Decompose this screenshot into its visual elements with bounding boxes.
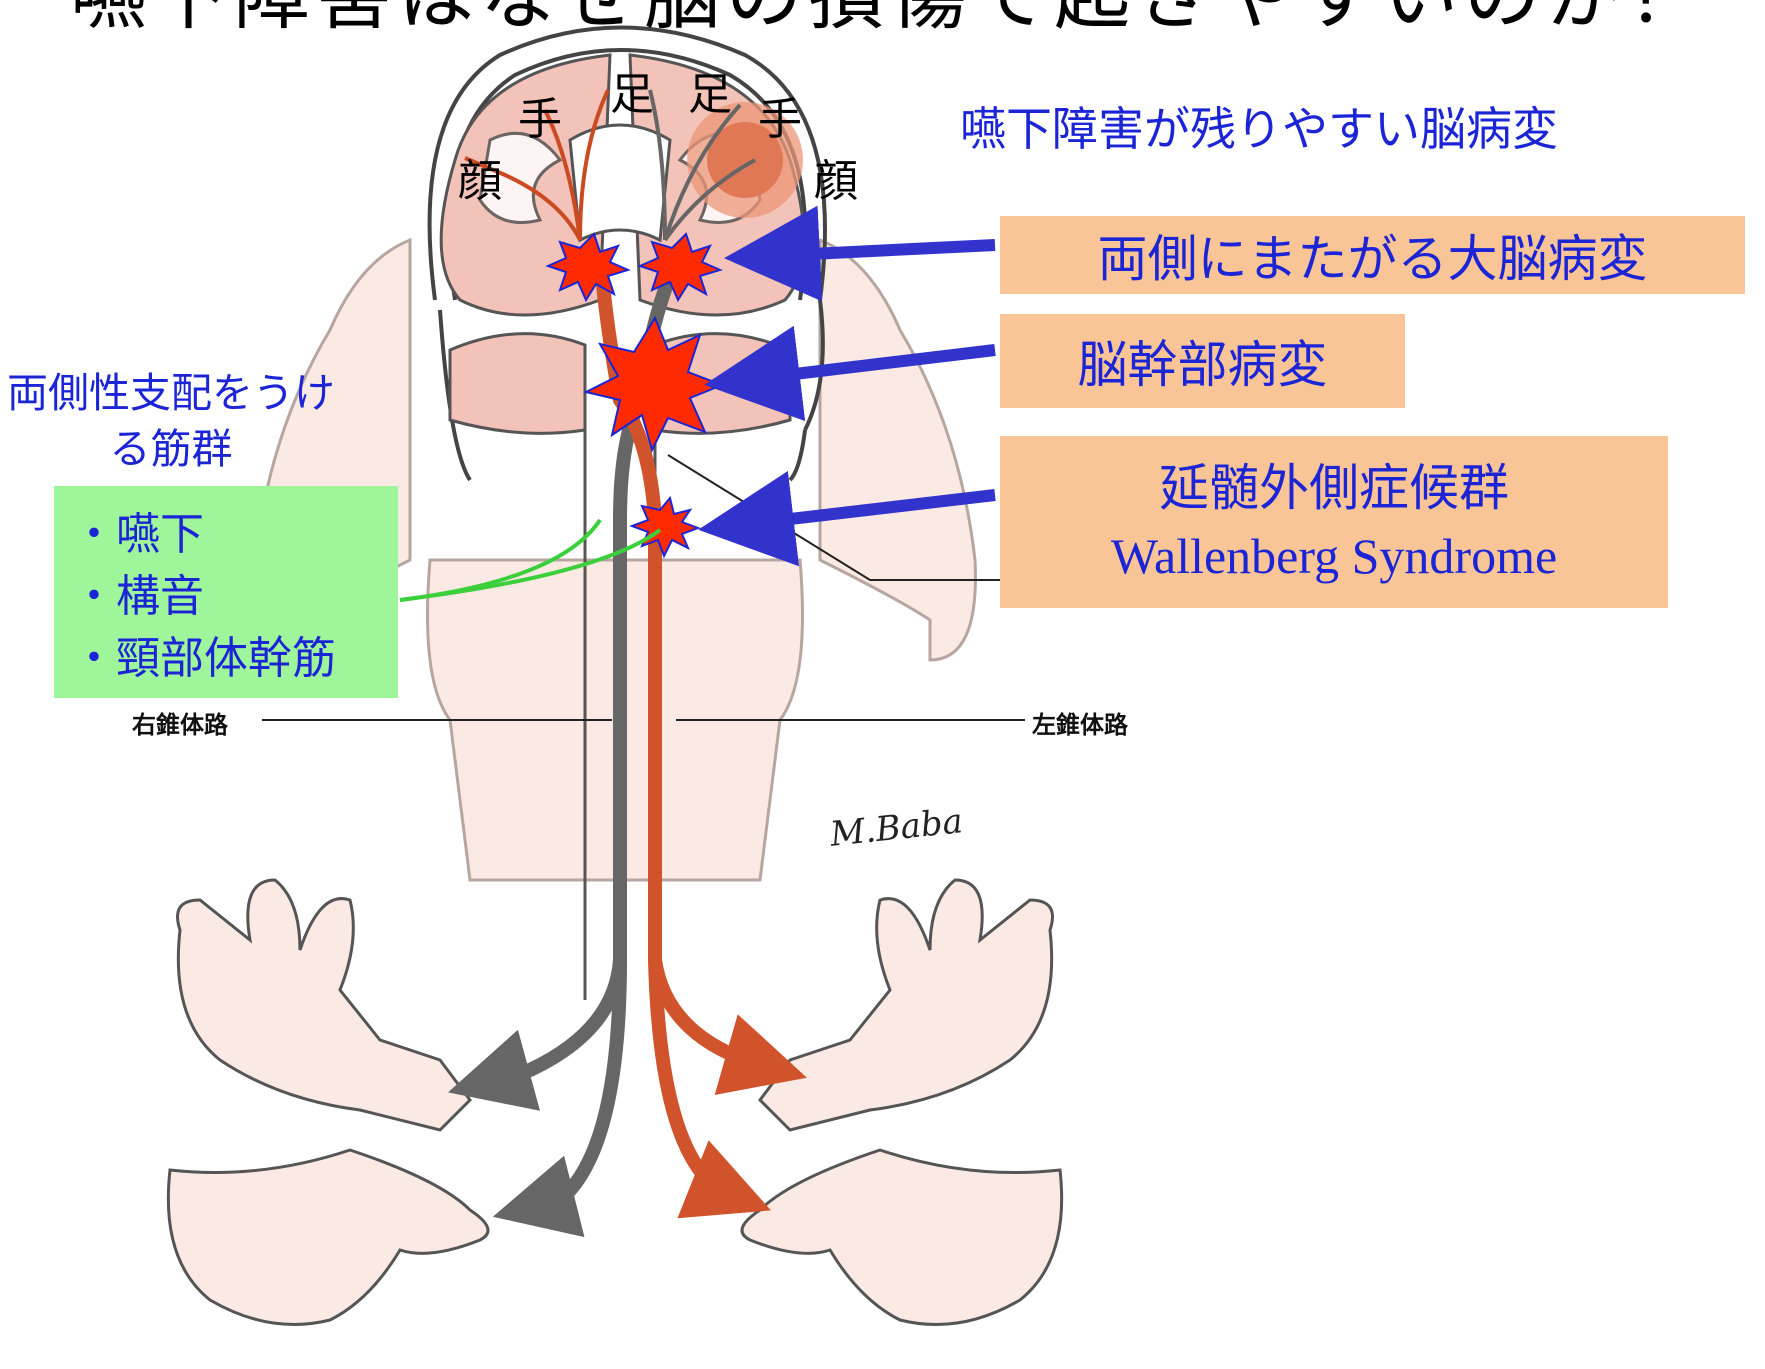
lesion-medulla <box>629 495 701 559</box>
blue-arrows <box>698 205 996 567</box>
lesion-cerebral-right <box>637 232 723 303</box>
callout-cerebral: 両側にまたがる大脳病変 <box>1000 216 1745 294</box>
lesion-heading: 嚥下障害が残りやすい脳病変 <box>960 102 1558 156</box>
cortex-label-right-face: 顔 <box>814 156 858 207</box>
right-cortex-fibers <box>648 89 756 242</box>
muscle-item: 嚥下 <box>72 504 398 566</box>
slide-title: 嚥下障害はなぜ脳の損傷で起きやすいのか？ <box>70 0 1765 36</box>
left-pyramidal-label: 左錐体路 <box>1032 711 1128 739</box>
callout-brainstem: 脳幹部病変 <box>1000 314 1405 408</box>
cortex-label-left-hand: 手 <box>518 94 562 145</box>
arrow-medulla <box>698 470 996 567</box>
arrow-brainstem <box>704 325 996 422</box>
orange-tract <box>593 249 807 1095</box>
connector-muscles-2 <box>399 528 662 602</box>
cortex-label-right-hand: 手 <box>758 94 802 145</box>
right-pyramidal-label: 右錐体路 <box>132 711 228 739</box>
lesion-brainstem <box>583 315 725 453</box>
left-cortex-fibers <box>464 89 610 241</box>
orange-tract-foot <box>648 959 771 1219</box>
cortex-label-left-foot: 足 <box>610 69 654 120</box>
hand-right <box>740 878 1064 1326</box>
muscle-item: 構音 <box>72 566 398 628</box>
wallenberg-en: Wallenberg Syndrome <box>1110 528 1558 584</box>
cortex-label-right-foot: 足 <box>688 69 732 120</box>
lesion-cerebral-left <box>545 232 631 303</box>
hand-left <box>166 878 490 1326</box>
muscle-group-box: 嚥下 構音 頸部体幹筋 <box>54 486 398 698</box>
muscle-item: 頸部体幹筋 <box>72 628 398 690</box>
wallenberg-ja: 延髄外側症候群 <box>1159 459 1509 517</box>
bilateral-label: 両側性支配をうける筋群 <box>7 369 335 473</box>
callout-wallenberg: 延髄外側症候群 Wallenberg Syndrome <box>1000 436 1668 608</box>
gray-tract-foot <box>492 959 627 1238</box>
arrow-cerebral <box>724 205 996 302</box>
cortex-label-left-face: 顔 <box>458 156 502 207</box>
